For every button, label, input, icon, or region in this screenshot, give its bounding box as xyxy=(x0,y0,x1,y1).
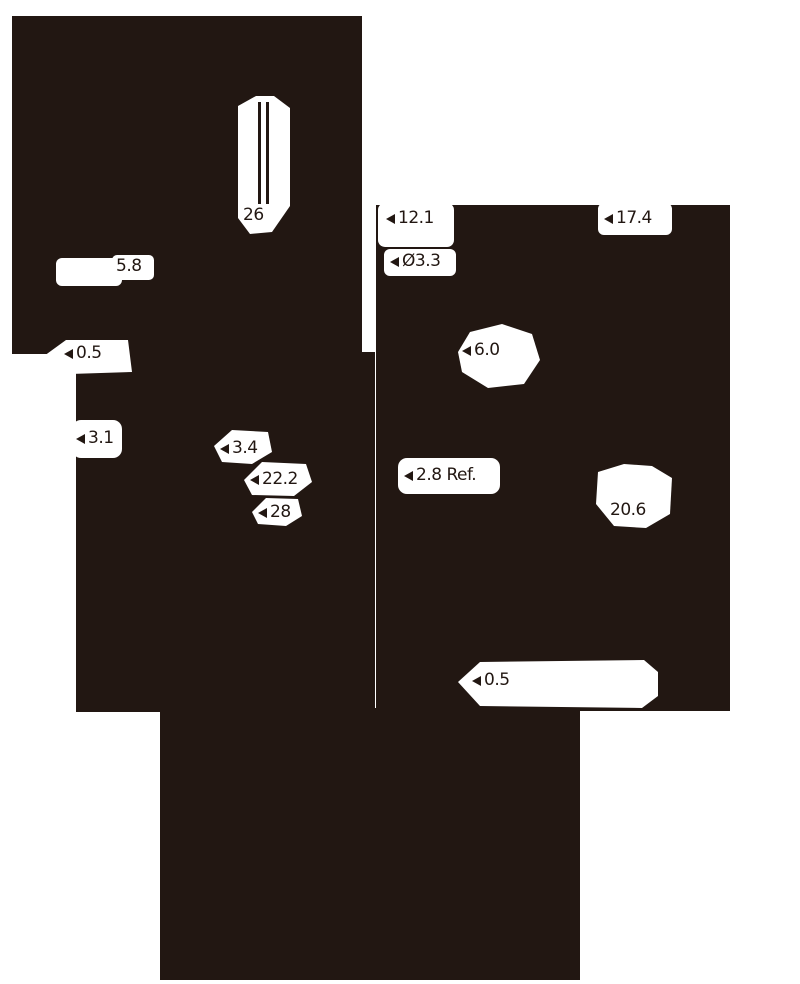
cutout-bar-5-8 xyxy=(56,258,122,286)
dimension-label-3-4: 3.4 xyxy=(220,440,258,457)
dimension-text: 22.2 xyxy=(262,469,298,489)
slot-extension-line xyxy=(258,102,261,204)
dimension-text: 3.1 xyxy=(88,428,114,448)
cutout-6-0 xyxy=(458,324,540,388)
dimension-label-28: 28 xyxy=(258,504,291,521)
arrow-left-icon xyxy=(258,507,267,518)
dimension-text: 5.8 xyxy=(116,256,142,276)
dimension-label-12-1: 12.1 xyxy=(386,210,434,227)
dimension-label-0-5-left: 0.5 xyxy=(64,345,102,362)
cutout-slot-26 xyxy=(238,96,290,234)
cutout-3-1 xyxy=(72,420,122,458)
silhouette-mid-left-block xyxy=(76,352,375,712)
dimension-label-dia-3-3: Ø3.3 xyxy=(390,251,441,271)
silhouette-bottom-block xyxy=(160,708,580,980)
arrow-left-icon xyxy=(250,474,259,485)
dimension-text: 17.4 xyxy=(616,208,652,228)
dimension-text: 28 xyxy=(270,502,291,522)
slot-extension-line xyxy=(266,102,269,204)
dimension-label-26: 26 xyxy=(243,207,264,224)
silhouette-top-left-block xyxy=(12,16,362,354)
dimension-text: 0.5 xyxy=(484,670,510,690)
dimension-text: 2.8 Ref. xyxy=(416,465,477,485)
dimension-text: 12.1 xyxy=(398,208,434,228)
dimension-text: 6.0 xyxy=(474,340,500,360)
cutout-dia-3-3 xyxy=(384,249,456,276)
arrow-left-icon xyxy=(76,433,85,444)
arrow-left-icon xyxy=(472,675,481,686)
cutout-text-5-8 xyxy=(112,255,154,280)
dimension-label-20-6: 20.6 xyxy=(610,502,646,519)
cutout-12-1 xyxy=(378,203,454,247)
arrow-left-icon xyxy=(64,348,73,359)
cutout-20-6 xyxy=(596,464,672,528)
arrow-left-icon xyxy=(390,256,399,267)
arrow-left-icon xyxy=(404,470,413,481)
dimension-label-3-1: 3.1 xyxy=(76,430,114,447)
cutout-28 xyxy=(252,498,302,526)
dimension-label-2-8-ref: 2.8 Ref. xyxy=(404,465,477,485)
arrow-left-icon xyxy=(386,213,395,224)
dimension-text: Ø3.3 xyxy=(402,251,441,271)
arrow-left-icon xyxy=(220,443,229,454)
dimension-label-5-8: 5.8 xyxy=(116,258,142,275)
dimension-label-6-0: 6.0 xyxy=(462,342,500,359)
cutout-17-4 xyxy=(598,203,672,235)
dimension-text: 20.6 xyxy=(610,500,646,520)
dimension-text: 26 xyxy=(243,205,264,225)
dimension-text: 0.5 xyxy=(76,343,102,363)
arrow-left-icon xyxy=(604,213,613,224)
dimension-label-22-2: 22.2 xyxy=(250,471,298,488)
cutout-3-4 xyxy=(214,430,272,464)
arrow-left-icon xyxy=(462,345,471,356)
dimension-label-17-4: 17.4 xyxy=(604,210,652,227)
cutout-0-5-bottom xyxy=(458,660,658,708)
dimension-text: 3.4 xyxy=(232,438,258,458)
cutout-2-8-ref xyxy=(398,458,500,494)
cutout-22-2 xyxy=(244,462,312,496)
dimension-label-0-5-bottom: 0.5 xyxy=(472,672,510,689)
